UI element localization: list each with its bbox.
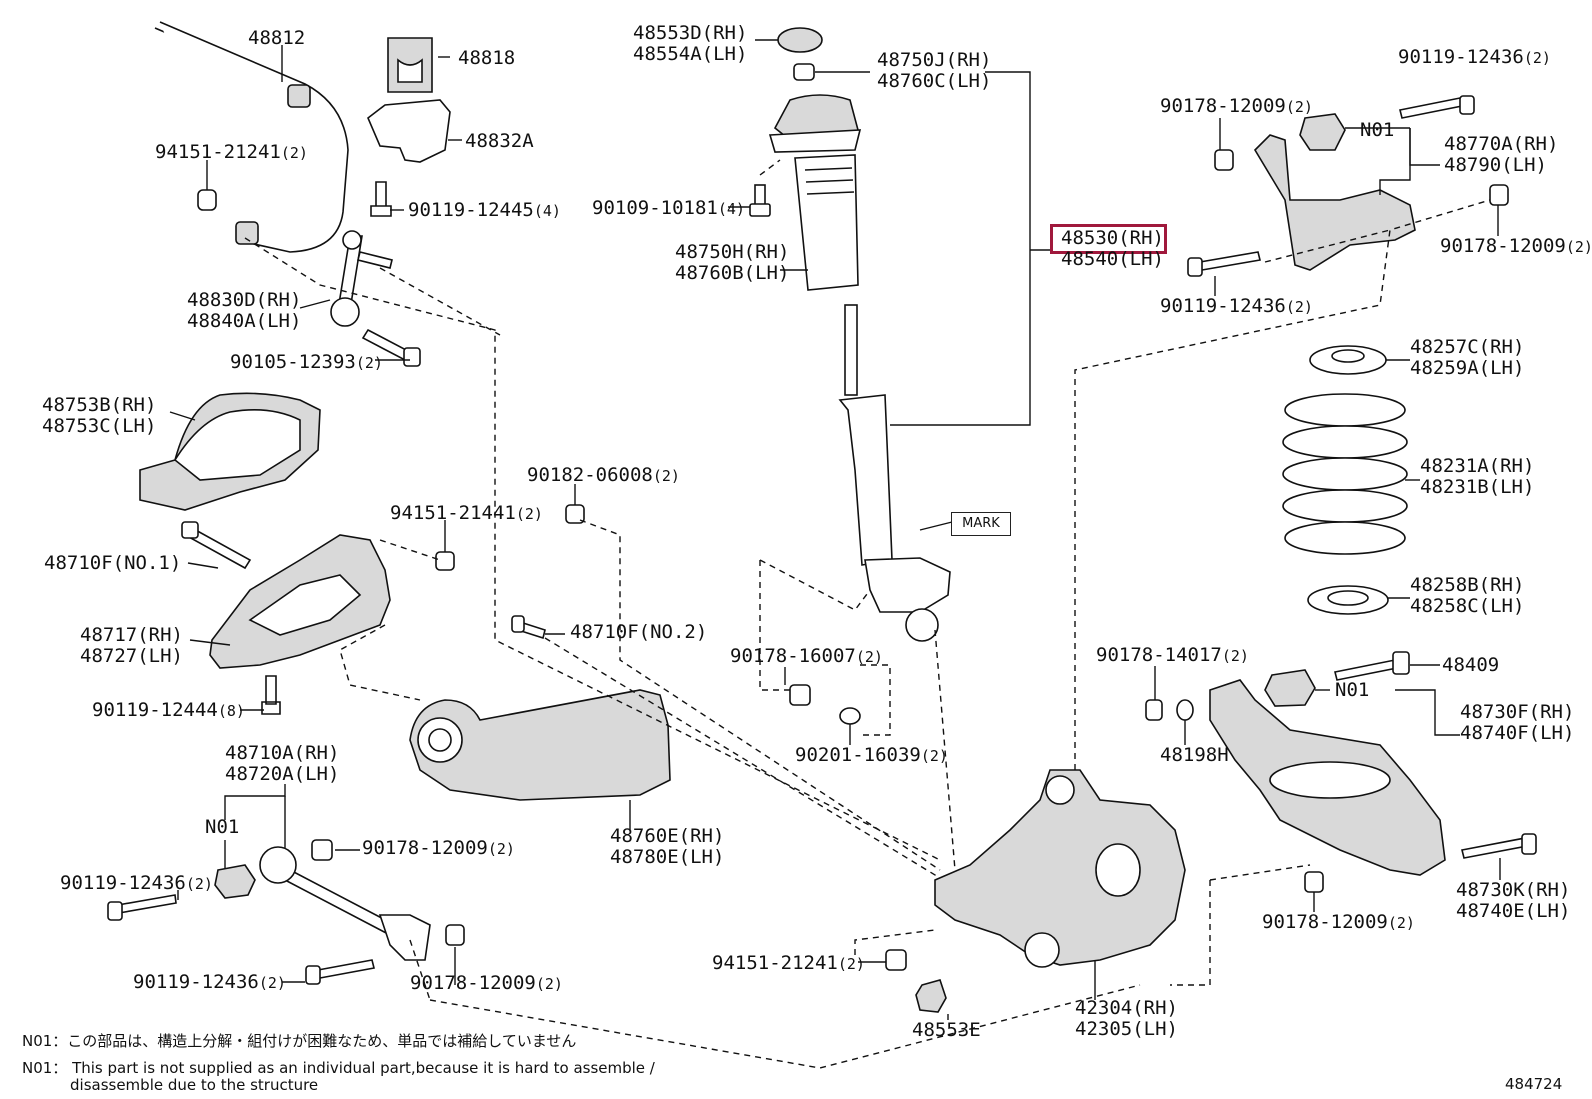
label-48760E[interactable]: 48760E(RH)48780E(LH) xyxy=(610,825,725,868)
label-90182-06008[interactable]: 90182-06008(2) xyxy=(527,464,680,486)
label-48409[interactable]: 48409 xyxy=(1442,654,1500,676)
label-48818[interactable]: 48818 xyxy=(458,47,516,69)
shock-body xyxy=(838,394,893,566)
nut-94151-21441 xyxy=(435,551,455,571)
highlight-48530[interactable] xyxy=(1050,224,1167,254)
label-90105-12393[interactable]: 90105-12393(2) xyxy=(230,351,383,373)
upper-control-arm xyxy=(1253,134,1416,271)
label-n01-topright: N01 xyxy=(1360,119,1395,141)
label-90119-12436-topright[interactable]: 90119-12436(2) xyxy=(1398,46,1551,68)
nut-90178-14017 xyxy=(1145,699,1163,721)
label-90119-12444[interactable]: 90119-12444(8) xyxy=(92,699,245,721)
label-48231A[interactable]: 48231A(RH)48231B(LH) xyxy=(1420,455,1535,498)
bolt-90119-12445 xyxy=(370,181,392,217)
bolt-90119-12436-bottom xyxy=(317,959,375,979)
label-48530[interactable]: 48530(RH)48540(LH) xyxy=(1061,227,1164,270)
assembly-lines xyxy=(244,159,1491,1069)
label-48750H[interactable]: 48750H(RH)48760B(LH) xyxy=(675,241,790,284)
washer-48198H xyxy=(1176,699,1194,721)
label-48753B[interactable]: 48753B(RH)48753C(LH) xyxy=(42,394,157,437)
label-42304[interactable]: 42304(RH)42305(LH) xyxy=(1075,997,1178,1040)
bushing-n01-right xyxy=(1264,669,1316,707)
steering-knuckle xyxy=(934,769,1186,966)
mark-tag: MARK xyxy=(951,512,1011,536)
dust-boot xyxy=(794,154,859,291)
nut-90178-12009-lowright xyxy=(1304,871,1324,893)
label-90201-16039[interactable]: 90201-16039(2) xyxy=(795,744,948,766)
label-90178-16007[interactable]: 90178-16007(2) xyxy=(730,645,883,667)
label-90178-14017[interactable]: 90178-14017(2) xyxy=(1096,644,1249,666)
stabilizer-bushing-clip xyxy=(287,84,311,108)
label-90178-12009-lowright[interactable]: 90178-12009(2) xyxy=(1262,911,1415,933)
label-48812[interactable]: 48812 xyxy=(248,27,306,49)
bolt-48730K xyxy=(1461,837,1528,859)
shock-nut xyxy=(793,63,815,81)
note-english: N01： This part is not supplied as an ind… xyxy=(22,1059,655,1094)
label-48710A[interactable]: 48710A(RH)48720A(LH) xyxy=(225,742,340,785)
label-48710F-no1[interactable]: 48710F(NO.1) xyxy=(44,552,182,574)
label-94151-21441[interactable]: 94151-21441(2) xyxy=(390,502,543,524)
label-90119-12436-right[interactable]: 90119-12436(2) xyxy=(1160,295,1313,317)
label-48730K[interactable]: 48730K(RH)48740E(LH) xyxy=(1456,879,1571,922)
label-90178-12009-mid[interactable]: 90178-12009(2) xyxy=(362,837,515,859)
label-90119-12436-left[interactable]: 90119-12436(2) xyxy=(60,872,213,894)
label-90178-12009-topright[interactable]: 90178-12009(2) xyxy=(1160,95,1313,117)
label-48830D[interactable]: 48830D(RH)48840A(LH) xyxy=(187,289,302,332)
label-n01-left: N01 xyxy=(205,816,240,838)
bolt-48409 xyxy=(1334,659,1398,681)
nut-90178-12009-topright xyxy=(1214,149,1234,171)
label-94151-21241-bottom[interactable]: 94151-21241(2) xyxy=(712,952,865,974)
nut-90178-12009-mid xyxy=(311,839,333,861)
bolt-90119-12436-topright xyxy=(1399,97,1463,119)
bushing-n01-topright xyxy=(1299,113,1346,151)
nut-90178-16007 xyxy=(789,684,811,706)
trailing-arm xyxy=(409,689,671,801)
label-90178-12009-right[interactable]: 90178-12009(2) xyxy=(1440,235,1592,257)
label-90119-12445[interactable]: 90119-12445(4) xyxy=(408,199,561,221)
label-48710F-no2[interactable]: 48710F(NO.2) xyxy=(570,621,708,643)
label-n01-right: N01 xyxy=(1335,679,1370,701)
label-90109-10181[interactable]: 90109-10181(4) xyxy=(592,197,745,219)
label-48717[interactable]: 48717(RH)48727(LH) xyxy=(80,624,183,667)
label-48553E[interactable]: 48553E xyxy=(912,1019,981,1041)
label-48770A[interactable]: 48770A(RH)48790(LH) xyxy=(1444,133,1559,176)
toe-control-arm xyxy=(283,868,397,937)
shock-cap xyxy=(777,27,823,53)
label-48832A[interactable]: 48832A xyxy=(465,130,534,152)
nut-90178-12009-right xyxy=(1489,184,1509,206)
bushing-48553E xyxy=(915,979,947,1013)
label-48257C[interactable]: 48257C(RH)48259A(LH) xyxy=(1410,336,1525,379)
diagram-number: 484724 xyxy=(1505,1075,1563,1093)
nut-94151-top xyxy=(197,189,217,211)
leader-lines xyxy=(169,39,1501,1020)
label-94151-21241-top[interactable]: 94151-21241(2) xyxy=(155,141,308,163)
nut-94151-21241-bottom xyxy=(885,949,907,971)
label-48750J[interactable]: 48750J(RH)48760C(LH) xyxy=(877,49,992,92)
nut-90178-12009-bottom xyxy=(445,924,465,946)
bushing-n01-left xyxy=(214,864,256,899)
coil-spring xyxy=(1282,393,1408,555)
label-48553D[interactable]: 48553D(RH)48554A(LH) xyxy=(633,22,748,65)
washer-90201-16039 xyxy=(839,707,861,725)
bolt-90119-12436-right xyxy=(1199,251,1261,271)
bolt-90119-12444 xyxy=(261,675,281,715)
note-japanese: N01：この部品は、構造上分解・組付けが困難なため、単品では補給していません xyxy=(22,1032,577,1050)
shock-rod xyxy=(844,304,858,396)
label-48258B[interactable]: 48258B(RH)48258C(LH) xyxy=(1410,574,1525,617)
bolt-90119-12436-left xyxy=(117,894,177,914)
stabilizer-bracket xyxy=(367,99,451,163)
label-90119-12436-bottom[interactable]: 90119-12436(2) xyxy=(133,971,286,993)
label-48730F[interactable]: 48730F(RH)48740F(LH) xyxy=(1460,701,1575,744)
label-48198H[interactable]: 48198H xyxy=(1160,744,1229,766)
label-90178-12009-bottom[interactable]: 90178-12009(2) xyxy=(410,972,563,994)
